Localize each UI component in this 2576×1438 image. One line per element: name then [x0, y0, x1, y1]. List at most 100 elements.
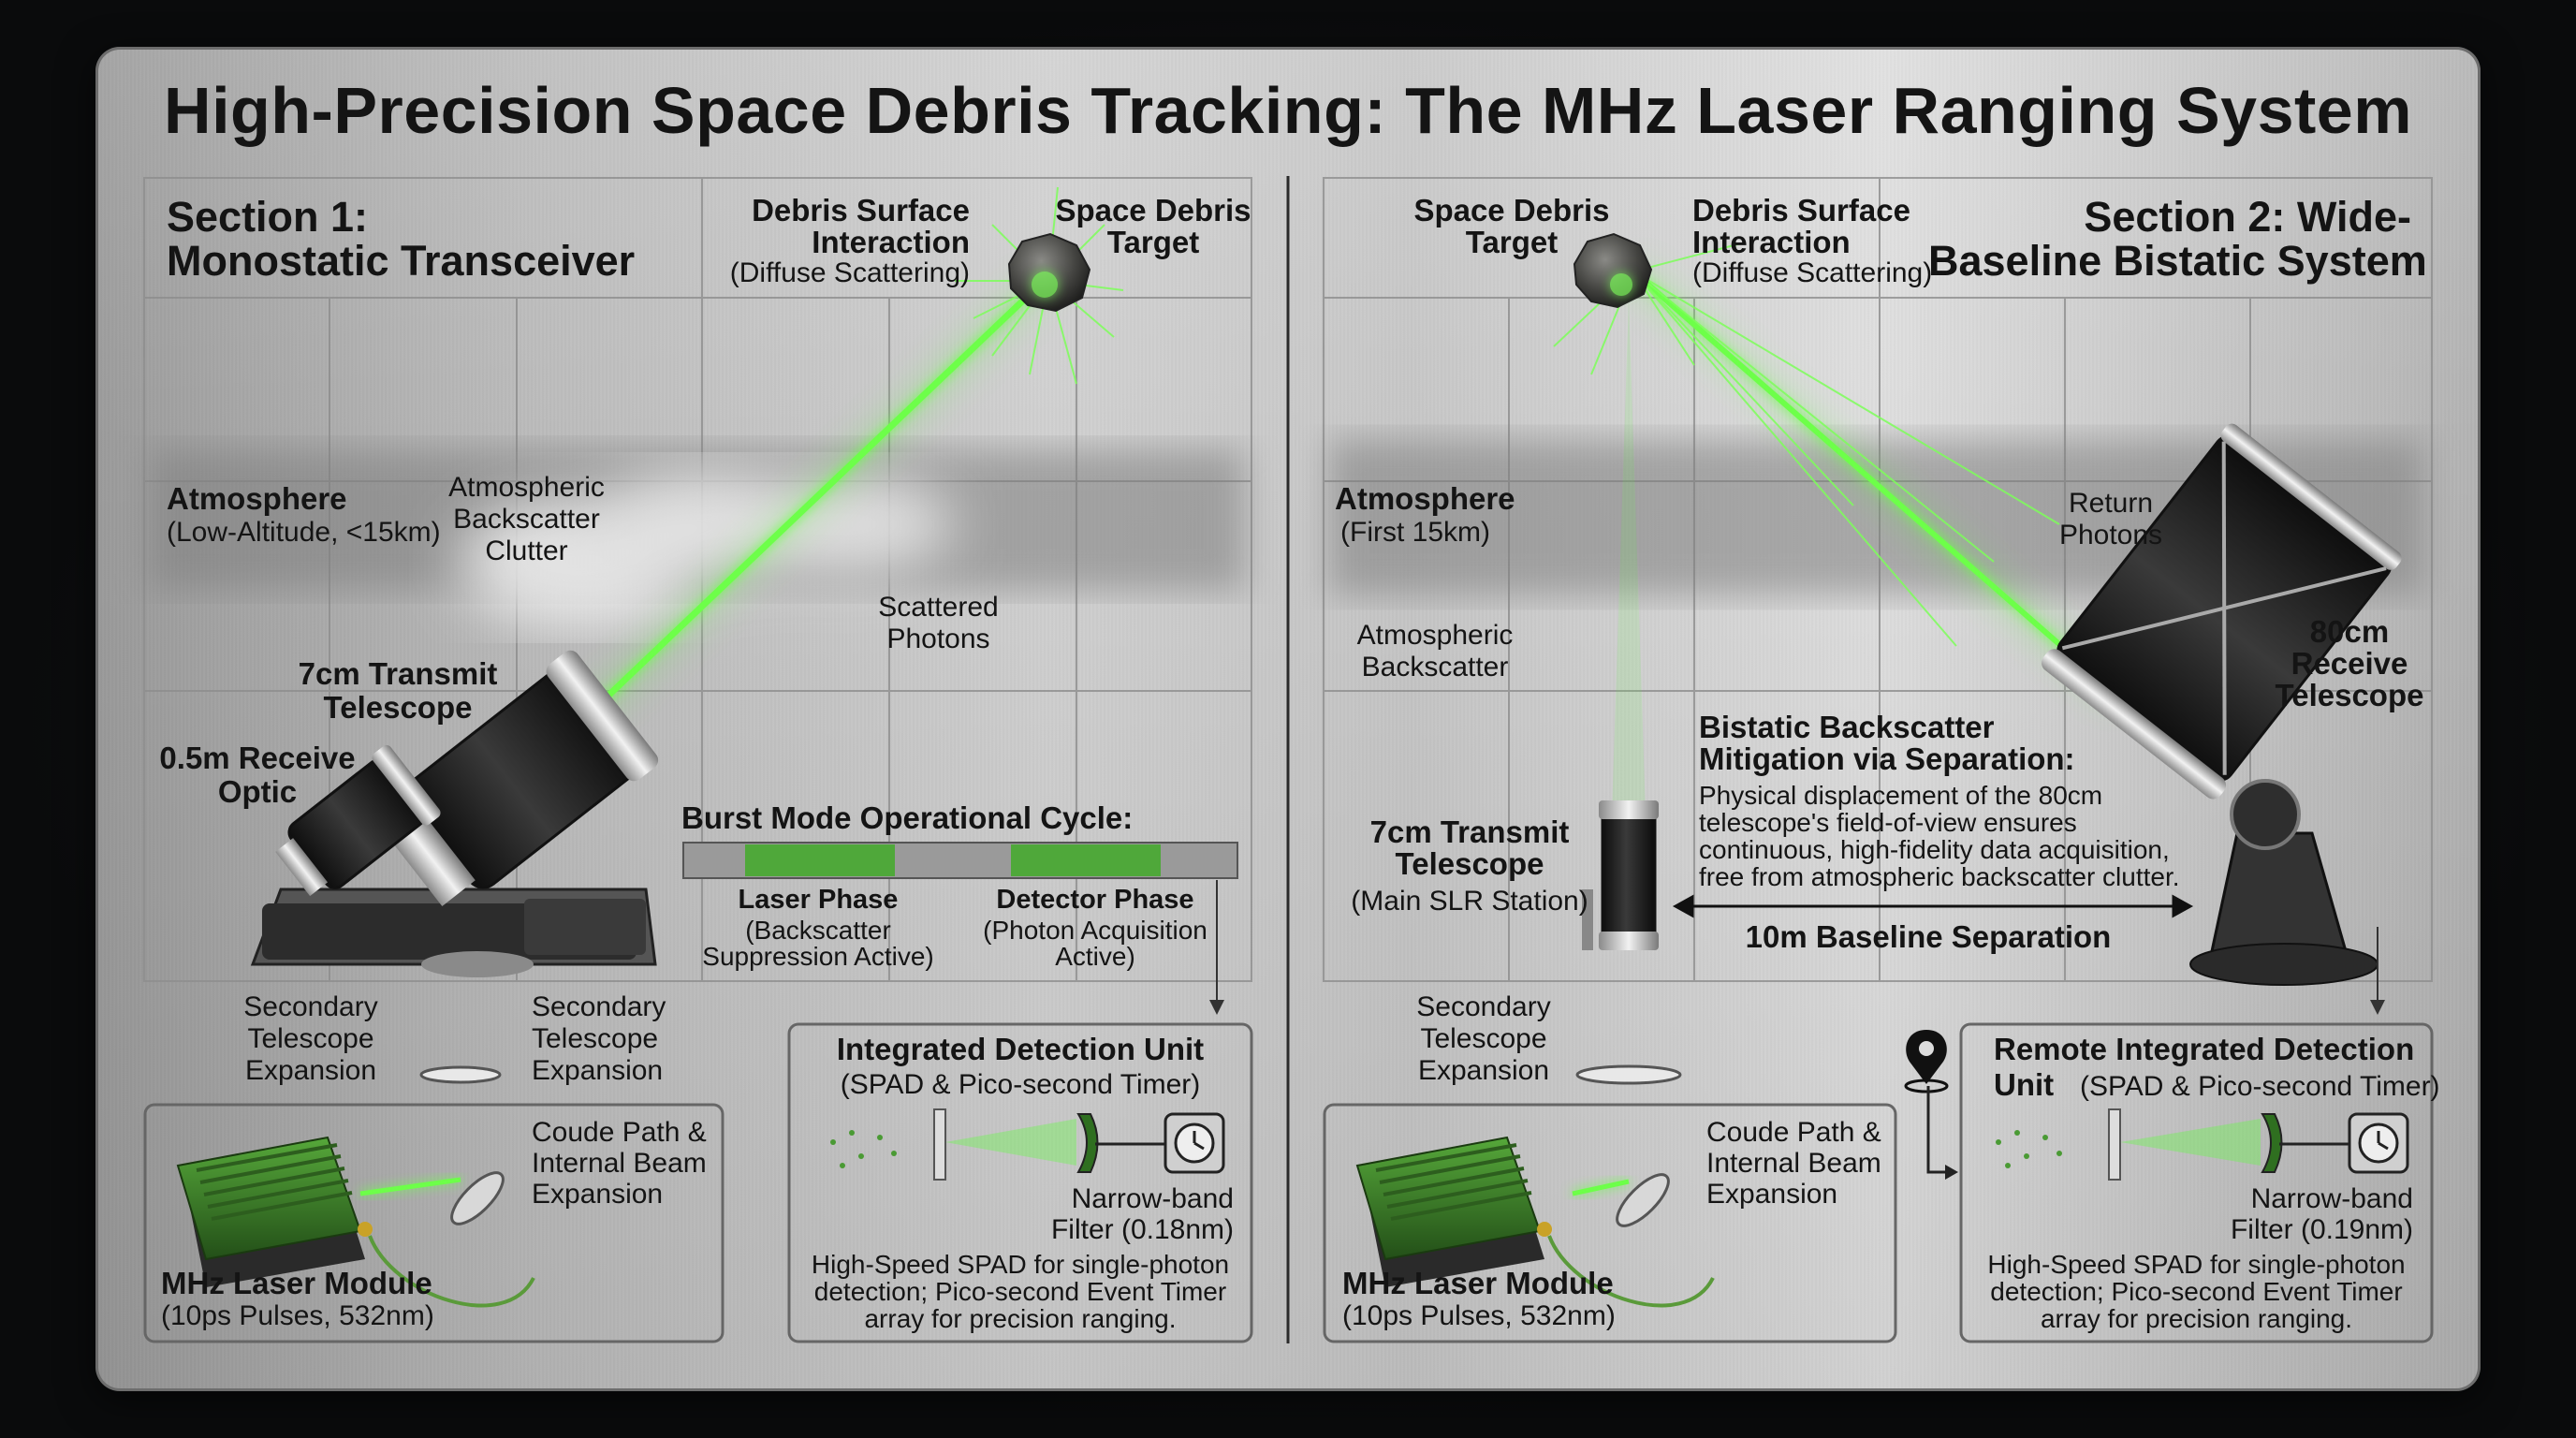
s1-receive-2: Optic [217, 774, 298, 809]
s2-debris-interaction-2: Interaction [1692, 225, 1851, 259]
detector-phase-label: Detector Phase [996, 885, 1194, 915]
s2-backscatter-1: Atmospheric [1356, 620, 1514, 651]
s2-coude-2: Internal Beam [1706, 1148, 1881, 1179]
s2-detection-title-1: Remote Integrated Detection [1994, 1032, 2415, 1066]
s1-spad-1: High-Speed SPAD for single-photon [811, 1250, 1230, 1279]
s1-receive-1: 0.5m Receive [159, 741, 356, 775]
s2-transmit-1: 7cm Transmit [1369, 814, 1570, 849]
section2-heading-2: Baseline Bistatic System [1928, 237, 2427, 285]
s2-bistatic-1: Bistatic Backscatter [1699, 710, 1995, 744]
s2-filter-1: Narrow-band [2250, 1183, 2413, 1214]
s1-transmit-1: 7cm Transmit [298, 656, 498, 691]
s2-bistatic-2: Mitigation via Separation: [1699, 741, 2075, 776]
baseline-arrow [1672, 894, 2194, 918]
s1-filter-2: Filter (0.18nm) [1050, 1214, 1234, 1245]
asteroid-icon [1007, 232, 1091, 313]
laser-module-icon [176, 1136, 535, 1308]
s2-baseline-label: 10m Baseline Separation [1745, 919, 2112, 954]
s1-debris-interaction-1: Debris Surface [752, 193, 970, 227]
s2-transmit-telescope [1582, 800, 1659, 950]
s2-bistatic-desc-1: Physical displacement of the 80cm [1699, 781, 2103, 810]
s1-laser-box [143, 1103, 724, 1343]
s2-detection-box [1959, 1022, 2434, 1343]
location-pin-icon [1904, 1030, 1949, 1093]
s2-debris-interaction-sub: (Diffuse Scattering) [1692, 257, 1933, 288]
s2-secondary-1: Secondary [1416, 991, 1551, 1022]
s1-space-debris-2: Target [1106, 225, 1200, 259]
s2-laser-box [1323, 1103, 1897, 1343]
s1-spad-3: array for precision ranging. [864, 1304, 1177, 1333]
s2-secondary-3: Expansion [1417, 1055, 1550, 1086]
s1-backscatter-1: Atmospheric [448, 472, 605, 503]
s1-transmit-2: Telescope [323, 690, 473, 725]
s2-transmit-2: Telescope [1395, 846, 1544, 881]
s2-detection-title-2: Unit [1994, 1067, 2055, 1102]
s1-secondary-lens [419, 1065, 502, 1084]
s1-scattered-2: Photons [886, 624, 990, 654]
s1-debris-interaction-sub: (Diffuse Scattering) [729, 257, 970, 288]
s1-secondary-left-3: Expansion [244, 1055, 377, 1086]
s1-filter-1: Narrow-band [1071, 1183, 1234, 1214]
s1-coude-1: Coude Path & [532, 1117, 707, 1148]
s2-laser-module: MHz Laser Module [1342, 1266, 1614, 1300]
laser-module-icon [1355, 1136, 1715, 1308]
s2-coude-3: Expansion [1706, 1179, 1838, 1210]
laser-phase-sub-1: (Backscatter [745, 916, 891, 945]
detector-phase-sub-2: Active) [1055, 942, 1135, 971]
s2-backscatter-2: Backscatter [1361, 652, 1509, 682]
s1-secondary-right-3: Expansion [532, 1055, 664, 1086]
asteroid-icon [1573, 232, 1653, 309]
s1-detection-title: Integrated Detection Unit [836, 1032, 1205, 1066]
s2-atmosphere: Atmosphere [1335, 481, 1515, 516]
burst-mode-title: Burst Mode Operational Cycle: [681, 800, 1134, 835]
s1-coude-2: Internal Beam [532, 1148, 707, 1179]
s1-laser-module: MHz Laser Module [161, 1266, 432, 1300]
s2-filter-2: Filter (0.19nm) [2230, 1214, 2413, 1245]
s2-spad-3: array for precision ranging. [2040, 1304, 2353, 1333]
s1-laser-module-sub: (10ps Pulses, 532nm) [161, 1300, 434, 1331]
backscatter-cloud [459, 468, 955, 627]
s2-atmosphere-sub: (First 15km) [1340, 517, 1490, 548]
s2-space-debris-1: Space Debris [1413, 193, 1610, 227]
burst-mode-bar [682, 842, 1238, 1015]
telescope-icon [250, 650, 659, 977]
s1-backscatter-3: Clutter [485, 536, 568, 566]
s2-coude-1: Coude Path & [1706, 1117, 1881, 1148]
s2-receive-1: 80cm [2309, 614, 2390, 649]
s1-secondary-right-1: Secondary [532, 991, 666, 1022]
s1-atmosphere-sub: (Low-Altitude, <15km) [167, 517, 441, 548]
s1-scattered-1: Scattered [878, 592, 999, 623]
s2-secondary-2: Telescope [1420, 1023, 1547, 1054]
s1-secondary-left-1: Secondary [243, 991, 378, 1022]
s1-detection-sub: (SPAD & Pico-second Timer) [840, 1069, 1201, 1100]
s1-backscatter-2: Backscatter [453, 504, 600, 535]
section1-heading-2: Monostatic Transceiver [167, 237, 636, 285]
s2-return-1: Return [2068, 488, 2154, 519]
s2-debris-interaction-1: Debris Surface [1692, 193, 1910, 227]
s2-transmit-sub: (Main SLR Station) [1351, 886, 1588, 917]
s1-debris-interaction-2: Interaction [812, 225, 970, 259]
telescope-icon [2042, 423, 2402, 1015]
s2-detection-graphics [1996, 1108, 2409, 1181]
s2-secondary-lens [1575, 1064, 1682, 1085]
s1-coude-3: Expansion [532, 1179, 664, 1210]
s1-secondary-right-2: Telescope [532, 1023, 659, 1054]
s2-laser-module-sub: (10ps Pulses, 532nm) [1342, 1300, 1616, 1331]
laser-phase-sub-2: Suppression Active) [702, 942, 934, 971]
detector-phase-sub-1: (Photon Acquisition [983, 916, 1208, 945]
s1-atmosphere: Atmosphere [167, 481, 347, 516]
s1-detection-graphics [830, 1108, 1225, 1181]
s2-receive-3: Telescope [2275, 678, 2424, 712]
laser-phase-label: Laser Phase [738, 885, 899, 915]
s2-bistatic-desc-4: free from atmospheric backscatter clutte… [1699, 862, 2180, 891]
s1-space-debris-1: Space Debris [1055, 193, 1251, 227]
s1-secondary-left-2: Telescope [247, 1023, 374, 1054]
page-title: High-Precision Space Debris Tracking: Th… [164, 74, 2412, 147]
s2-return-2: Photons [2058, 520, 2163, 550]
s2-bistatic-desc-2: telescope's field-of-view ensures [1699, 808, 2077, 837]
s2-bistatic-desc-3: continuous, high-fidelity data acquisiti… [1699, 835, 2170, 864]
s2-spad-1: High-Speed SPAD for single-photon [1987, 1250, 2406, 1279]
section1-heading-1: Section 1: [167, 193, 369, 241]
s2-receive-2: Receive [2291, 646, 2408, 681]
